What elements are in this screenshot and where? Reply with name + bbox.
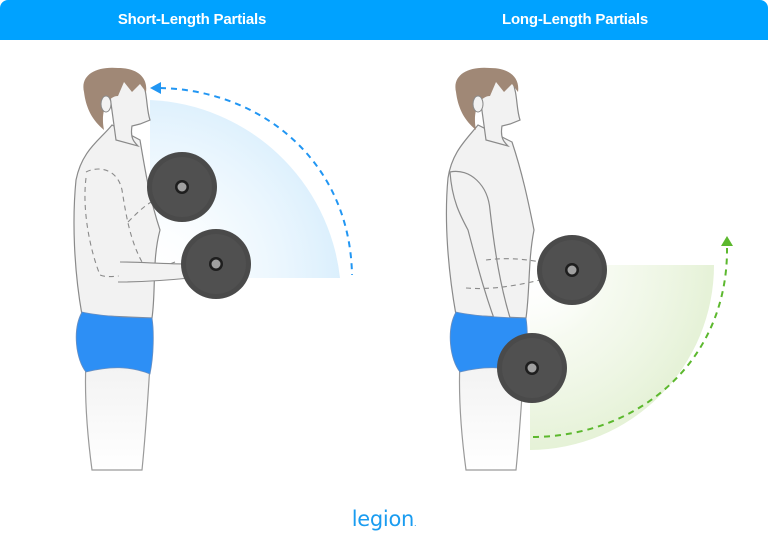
- ear: [100, 95, 112, 113]
- dumbbell-bottom: [497, 333, 567, 403]
- ear: [472, 95, 484, 113]
- short-length-illustration: [73, 67, 353, 471]
- hair: [455, 67, 519, 130]
- arrow-head-icon: [150, 82, 161, 94]
- logo-text: legion: [351, 507, 415, 531]
- long-length-illustration: [445, 67, 733, 471]
- dumbbell-mid: [181, 229, 251, 299]
- short-length-title: Short-Length Partials: [117, 11, 267, 28]
- range-of-motion-fill: [530, 265, 714, 450]
- figure-body: [445, 74, 535, 471]
- forearm: [117, 261, 191, 283]
- arrow-head-icon: [721, 236, 733, 246]
- dumbbell-top: [147, 152, 217, 222]
- header-bar: Short-Length Partials Long-Length Partia…: [0, 0, 768, 40]
- logo-dot: .: [414, 519, 417, 528]
- range-of-motion-fill: [150, 100, 340, 278]
- arrow-path-dashed: [159, 87, 353, 276]
- dumbbell-mid: [537, 235, 607, 305]
- arm-outline-dashed: [465, 258, 541, 290]
- hair: [83, 67, 147, 130]
- long-length-title: Long-Length Partials: [501, 11, 648, 28]
- shorts: [75, 311, 154, 375]
- legion-logo: legion.: [0, 507, 768, 531]
